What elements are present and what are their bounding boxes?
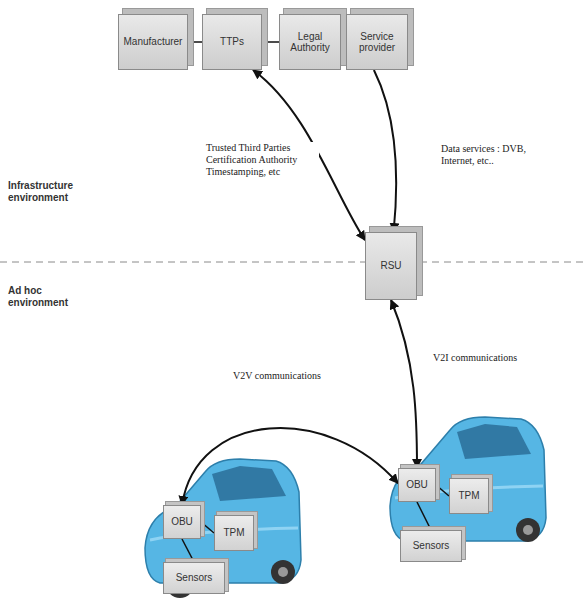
connector [188,41,202,43]
entity-box: Legal Authority [279,14,341,70]
node-text: Service provider [347,31,407,54]
connector [182,539,194,562]
entity-box: TTPs [202,14,262,70]
node-text: TTPs [220,36,244,48]
entity-box: Service provider [346,14,408,70]
edge-label: Data services : DVB, Internet, etc.. [440,143,528,167]
node-text: Manufacturer [124,36,183,48]
entity-box: Manufacturer [118,14,188,70]
connector [201,522,214,533]
node-text: TPM [223,527,244,539]
tpm-box: TPM [214,515,254,551]
node-text: Legal Authority [280,31,340,54]
obu-box: OBU [398,468,436,502]
connector [436,485,449,496]
node-text: TPM [458,490,479,502]
sensor-box: Sensors [163,562,225,594]
connector [182,428,398,505]
tpm-box: TPM [449,478,489,514]
environment-divider [0,262,587,263]
obu-box: OBU [163,505,201,539]
edge-label: V2I communications [432,352,518,364]
node-text: OBU [406,479,428,491]
region-label: Infrastructure environment [8,180,90,204]
node-text: Sensors [413,540,450,552]
car-1 [145,459,301,598]
node-text: RSU [380,260,401,272]
edge-label: V2V communications [232,370,322,382]
edge-label: Trusted Third Parties Certification Auth… [205,142,319,178]
node-text: Sensors [176,572,213,584]
sensor-box: Sensors [400,530,462,562]
connector [417,502,431,530]
rsu-box: RSU [365,232,417,300]
connector [391,300,417,468]
region-label: Ad hoc environment [8,285,90,309]
connector [374,70,396,232]
connector [262,41,279,43]
node-text: OBU [171,516,193,528]
